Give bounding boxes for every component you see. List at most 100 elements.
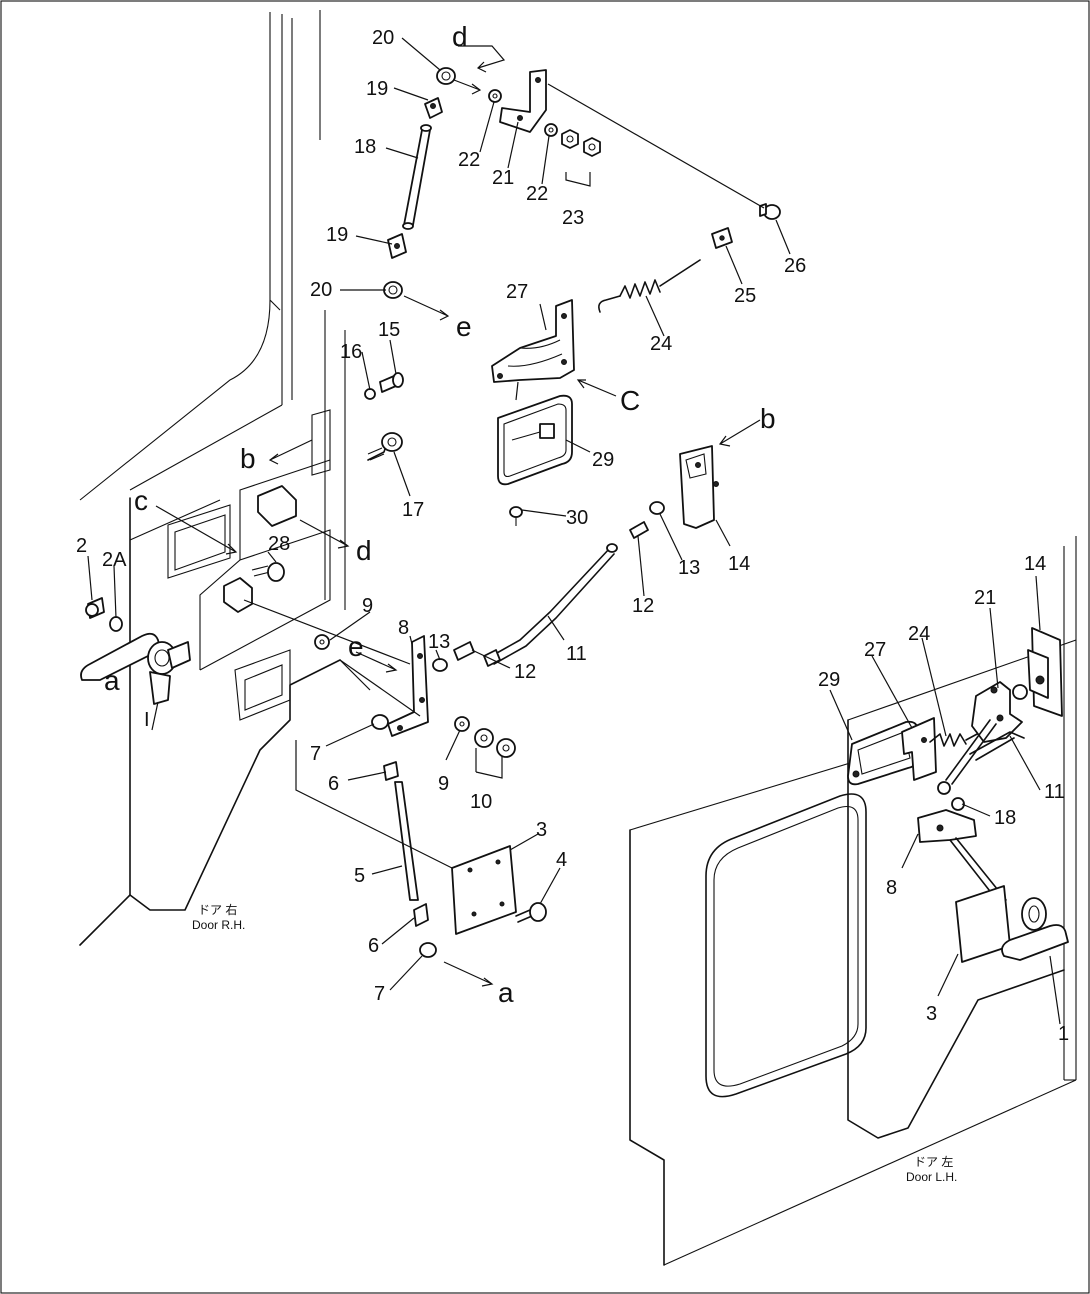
rod-end-19-lower	[387, 233, 407, 259]
inset-callout-8: 8	[886, 877, 897, 899]
bracket-21	[499, 69, 547, 133]
callout-13a: 13	[678, 557, 700, 579]
nut-23-b	[583, 137, 601, 157]
bellcrank-8	[387, 635, 429, 737]
ball-13-upper	[649, 501, 665, 515]
callout-12a: 12	[632, 595, 654, 617]
callout-20b: 20	[310, 279, 332, 301]
lh-rod-11	[969, 731, 1025, 761]
callout-22b: 22	[526, 183, 548, 205]
inset-callout-11: 11	[1044, 781, 1065, 803]
callout-7a: 7	[310, 743, 321, 765]
callout-22a: 22	[458, 149, 480, 171]
door-lh-panel	[629, 536, 1077, 1266]
clip-6-upper	[383, 761, 399, 781]
callout-19a: 19	[366, 78, 388, 100]
callout-26: 26	[784, 255, 806, 277]
door-rh-panel	[79, 10, 346, 946]
callout-29: 29	[592, 449, 614, 471]
callout-5: 5	[354, 865, 365, 887]
callout-3: 3	[536, 819, 547, 841]
callout-14: 14	[728, 553, 750, 575]
nut-10-a	[474, 728, 494, 748]
washer-22-b	[544, 123, 558, 137]
ball-socket-7-lower	[419, 942, 437, 958]
lh-latch-27	[901, 717, 937, 781]
lock-block	[223, 577, 253, 613]
pin-26	[759, 203, 781, 220]
callout-25: 25	[734, 285, 756, 307]
callout-12b: 12	[514, 661, 536, 683]
callout-2A: 2A	[102, 549, 127, 571]
ref-letter-c-right: C	[620, 385, 640, 416]
inset-callout-3: 3	[926, 1003, 937, 1025]
callout-1: I	[144, 709, 150, 731]
callout-9a: 9	[362, 595, 373, 617]
inset-callout-18: 18	[994, 807, 1016, 829]
callout-28: 28	[268, 533, 290, 555]
callout-11: 11	[566, 643, 587, 665]
callout-21: 21	[492, 167, 514, 189]
lh-bellcrank-8	[917, 809, 977, 843]
bolt-4	[515, 902, 547, 923]
callout-4: 4	[556, 849, 567, 871]
ball-socket-20-upper	[436, 67, 456, 85]
screw-2	[85, 597, 105, 619]
leader-lines	[87, 37, 791, 991]
washer-2A	[109, 616, 123, 632]
inset-callout-14: 14	[1024, 553, 1046, 575]
ref-letter-d-top: d	[452, 21, 468, 52]
ref-letter-d-mid: d	[356, 535, 372, 566]
caption-door-lh-jp: ドア 左	[914, 1154, 953, 1169]
callout-20a: 20	[372, 27, 394, 49]
clip-6-lower	[413, 903, 429, 927]
ref-letter-a-handle: a	[104, 665, 120, 696]
clip-12-lower	[453, 641, 475, 661]
rod-end-19-upper	[424, 97, 443, 119]
callout-16: 16	[340, 341, 362, 363]
bolt-28	[251, 562, 285, 582]
callout-27: 27	[506, 281, 528, 303]
rod-11	[483, 543, 618, 667]
inner-handle-29	[497, 394, 573, 486]
callout-2: 2	[76, 535, 87, 557]
callout-15: 15	[378, 319, 400, 341]
inset-leader-lines	[829, 575, 1061, 1025]
caption-door-rh: Door R.H.	[192, 918, 245, 932]
ball-socket-7-upper	[371, 714, 389, 730]
inset-callout-1: 1	[1058, 1023, 1069, 1045]
screw-30	[509, 506, 523, 526]
callout-23: 23	[562, 207, 584, 229]
ref-letter-a-bottom: a	[498, 977, 514, 1008]
reference-arrows	[155, 45, 761, 987]
nut-23-a	[561, 129, 579, 149]
lh-striker-14	[1012, 627, 1063, 717]
rod-18	[402, 124, 432, 230]
callout-18: 18	[354, 136, 376, 158]
ball-13-lower	[432, 658, 448, 672]
plate-3	[451, 845, 517, 935]
strike-block	[257, 485, 297, 527]
washer-22-a	[488, 89, 502, 103]
callout-6a: 6	[328, 773, 339, 795]
callout-24: 24	[650, 333, 672, 355]
nut-10-b	[496, 738, 516, 758]
caption-door-lh: Door L.H.	[906, 1170, 957, 1184]
lh-rod-18	[937, 719, 997, 811]
striker-14	[679, 445, 719, 529]
callout-13b: 13	[428, 631, 450, 653]
callout-9b: 9	[438, 773, 449, 795]
ref-letter-c-left: c	[134, 485, 148, 516]
screw-15	[379, 372, 404, 393]
inset-callout-29: 29	[818, 669, 840, 691]
clip-25	[711, 227, 733, 249]
callout-7b: 7	[374, 983, 385, 1005]
rod-5	[394, 781, 419, 901]
callout-19b: 19	[326, 224, 348, 246]
spring-rod-24	[598, 259, 701, 313]
callout-6b: 6	[368, 935, 379, 957]
lh-outer-handle-1	[1001, 897, 1069, 961]
